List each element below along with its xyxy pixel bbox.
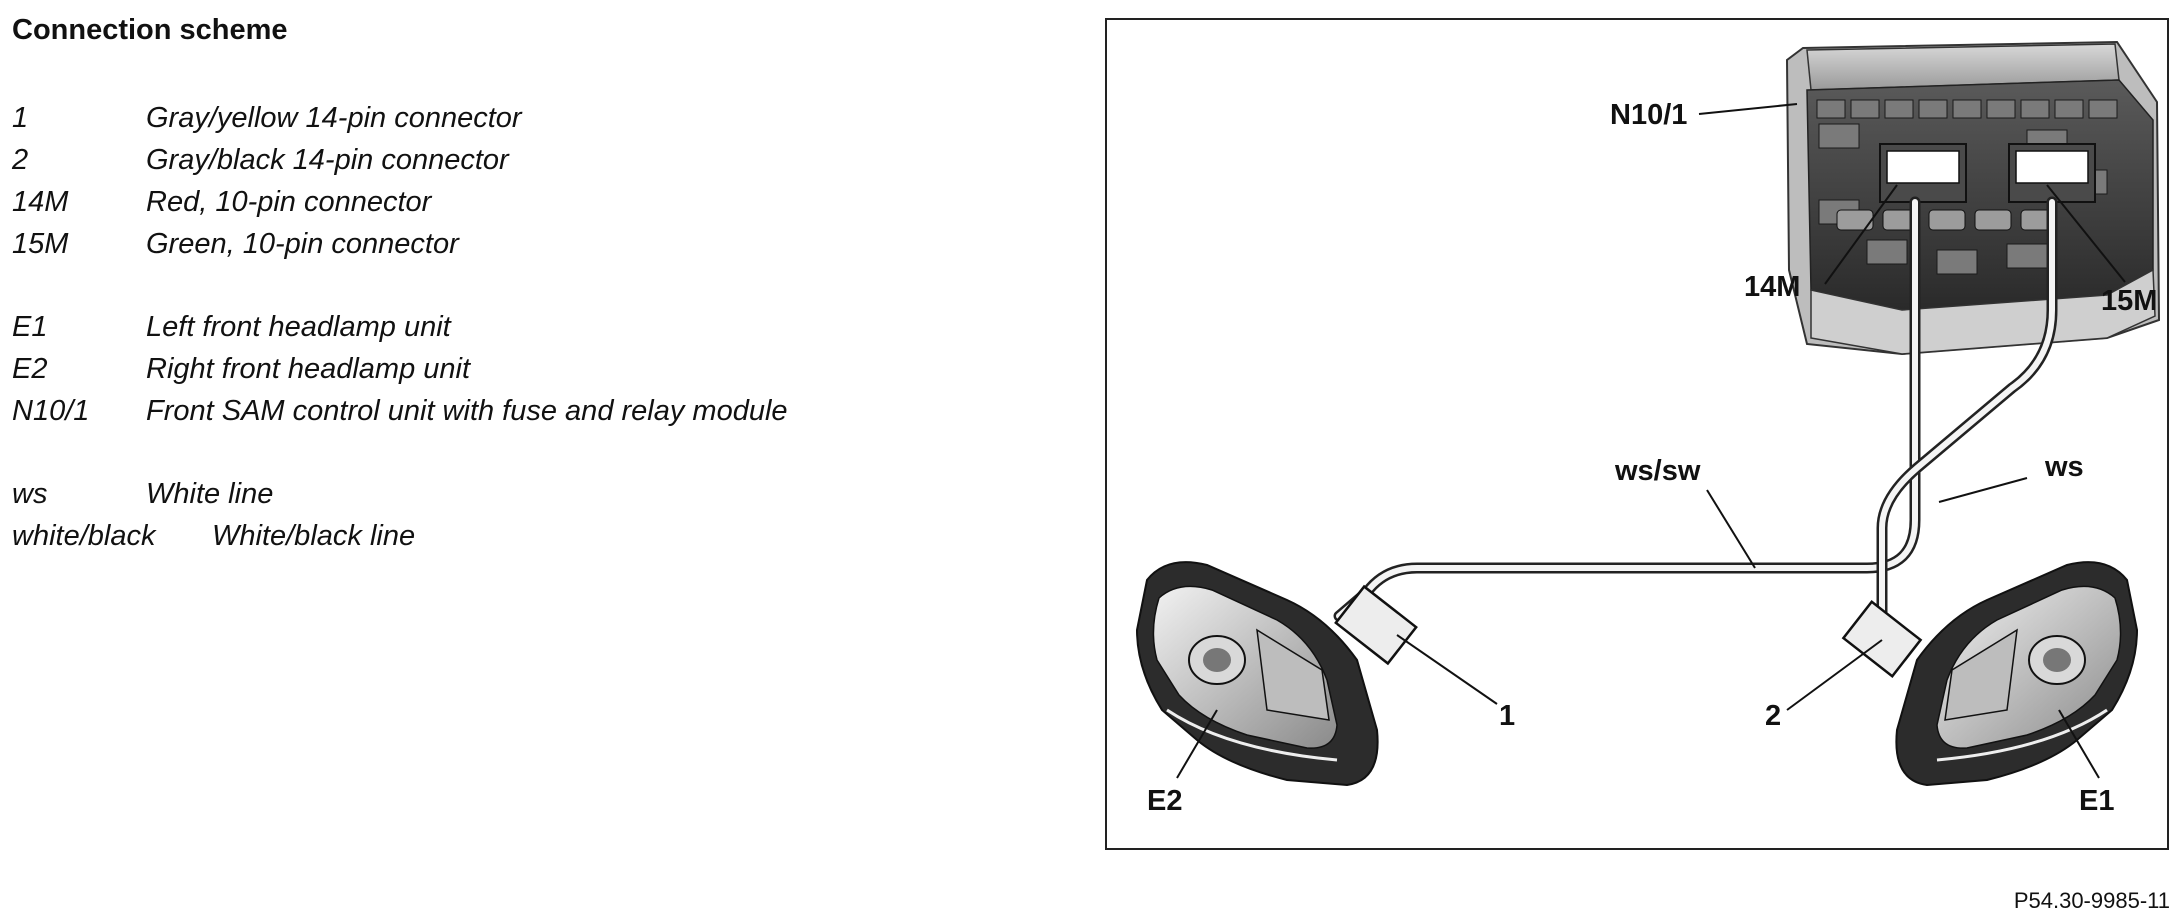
legend-desc: Left front headlamp unit — [146, 311, 451, 343]
leader-ws — [1938, 477, 2028, 503]
label-e1: E1 — [2079, 785, 2114, 817]
headlamp-e2 — [1135, 561, 1379, 787]
legend-code: N10/1 — [12, 395, 90, 427]
legend-code: E2 — [12, 353, 48, 385]
leader-e2 — [1176, 709, 1218, 779]
leader-lines — [1176, 103, 2126, 779]
legend-code: 1 — [12, 102, 29, 134]
legend-desc: Green, 10-pin connector — [146, 228, 459, 260]
leader-e1 — [2058, 709, 2100, 779]
label-connector-1: 1 — [1499, 700, 1515, 732]
leader-1 — [1396, 634, 1498, 705]
label-15m: 15M — [2101, 285, 2157, 317]
label-connector-2: 2 — [1765, 700, 1781, 732]
label-ws-sw: ws/sw — [1614, 455, 1701, 487]
legend-code: E1 — [12, 311, 48, 343]
connector-1 — [1334, 584, 1418, 666]
legend-desc: White/black line — [212, 520, 416, 552]
label-14m: 14M — [1744, 271, 1800, 303]
label-ws: ws — [2044, 451, 2084, 483]
headlamp-e1 — [1895, 561, 2139, 787]
legend-desc: Gray/yellow 14-pin connector — [146, 102, 522, 134]
legend-code: 2 — [12, 144, 29, 176]
legend-desc: Front SAM control unit with fuse and rel… — [146, 395, 788, 427]
legend-desc: Red, 10-pin connector — [146, 186, 432, 218]
legend-code: 15M — [12, 228, 69, 260]
legend-code: ws — [12, 478, 48, 510]
connector-2 — [1841, 600, 1923, 678]
label-e2: E2 — [1147, 785, 1182, 817]
leader-2 — [1786, 639, 1883, 711]
legend-desc: Gray/black 14-pin connector — [146, 144, 509, 176]
legend-code: 14M — [12, 186, 69, 218]
leader-14m — [1824, 184, 1898, 285]
leader-ws-sw — [1706, 489, 1756, 569]
leader-n10-1 — [1698, 103, 1798, 115]
page-title: Connection scheme — [12, 14, 288, 46]
label-n10-1: N10/1 — [1610, 99, 1687, 131]
legend-code: white/black — [12, 520, 156, 552]
legend-desc: White line — [146, 478, 274, 510]
legend-desc: Right front headlamp unit — [146, 353, 471, 385]
leader-15m — [2046, 184, 2126, 283]
figure-id: P54.30-9985-11 — [2013, 888, 2170, 913]
connection-diagram: N10/1 14M 15M ws/sw ws 1 2 E2 E1 — [1135, 40, 2161, 817]
diagram-frame: N10/1 14M 15M ws/sw ws 1 2 E2 E1 — [1105, 18, 2169, 850]
wiring — [1333, 196, 2058, 626]
